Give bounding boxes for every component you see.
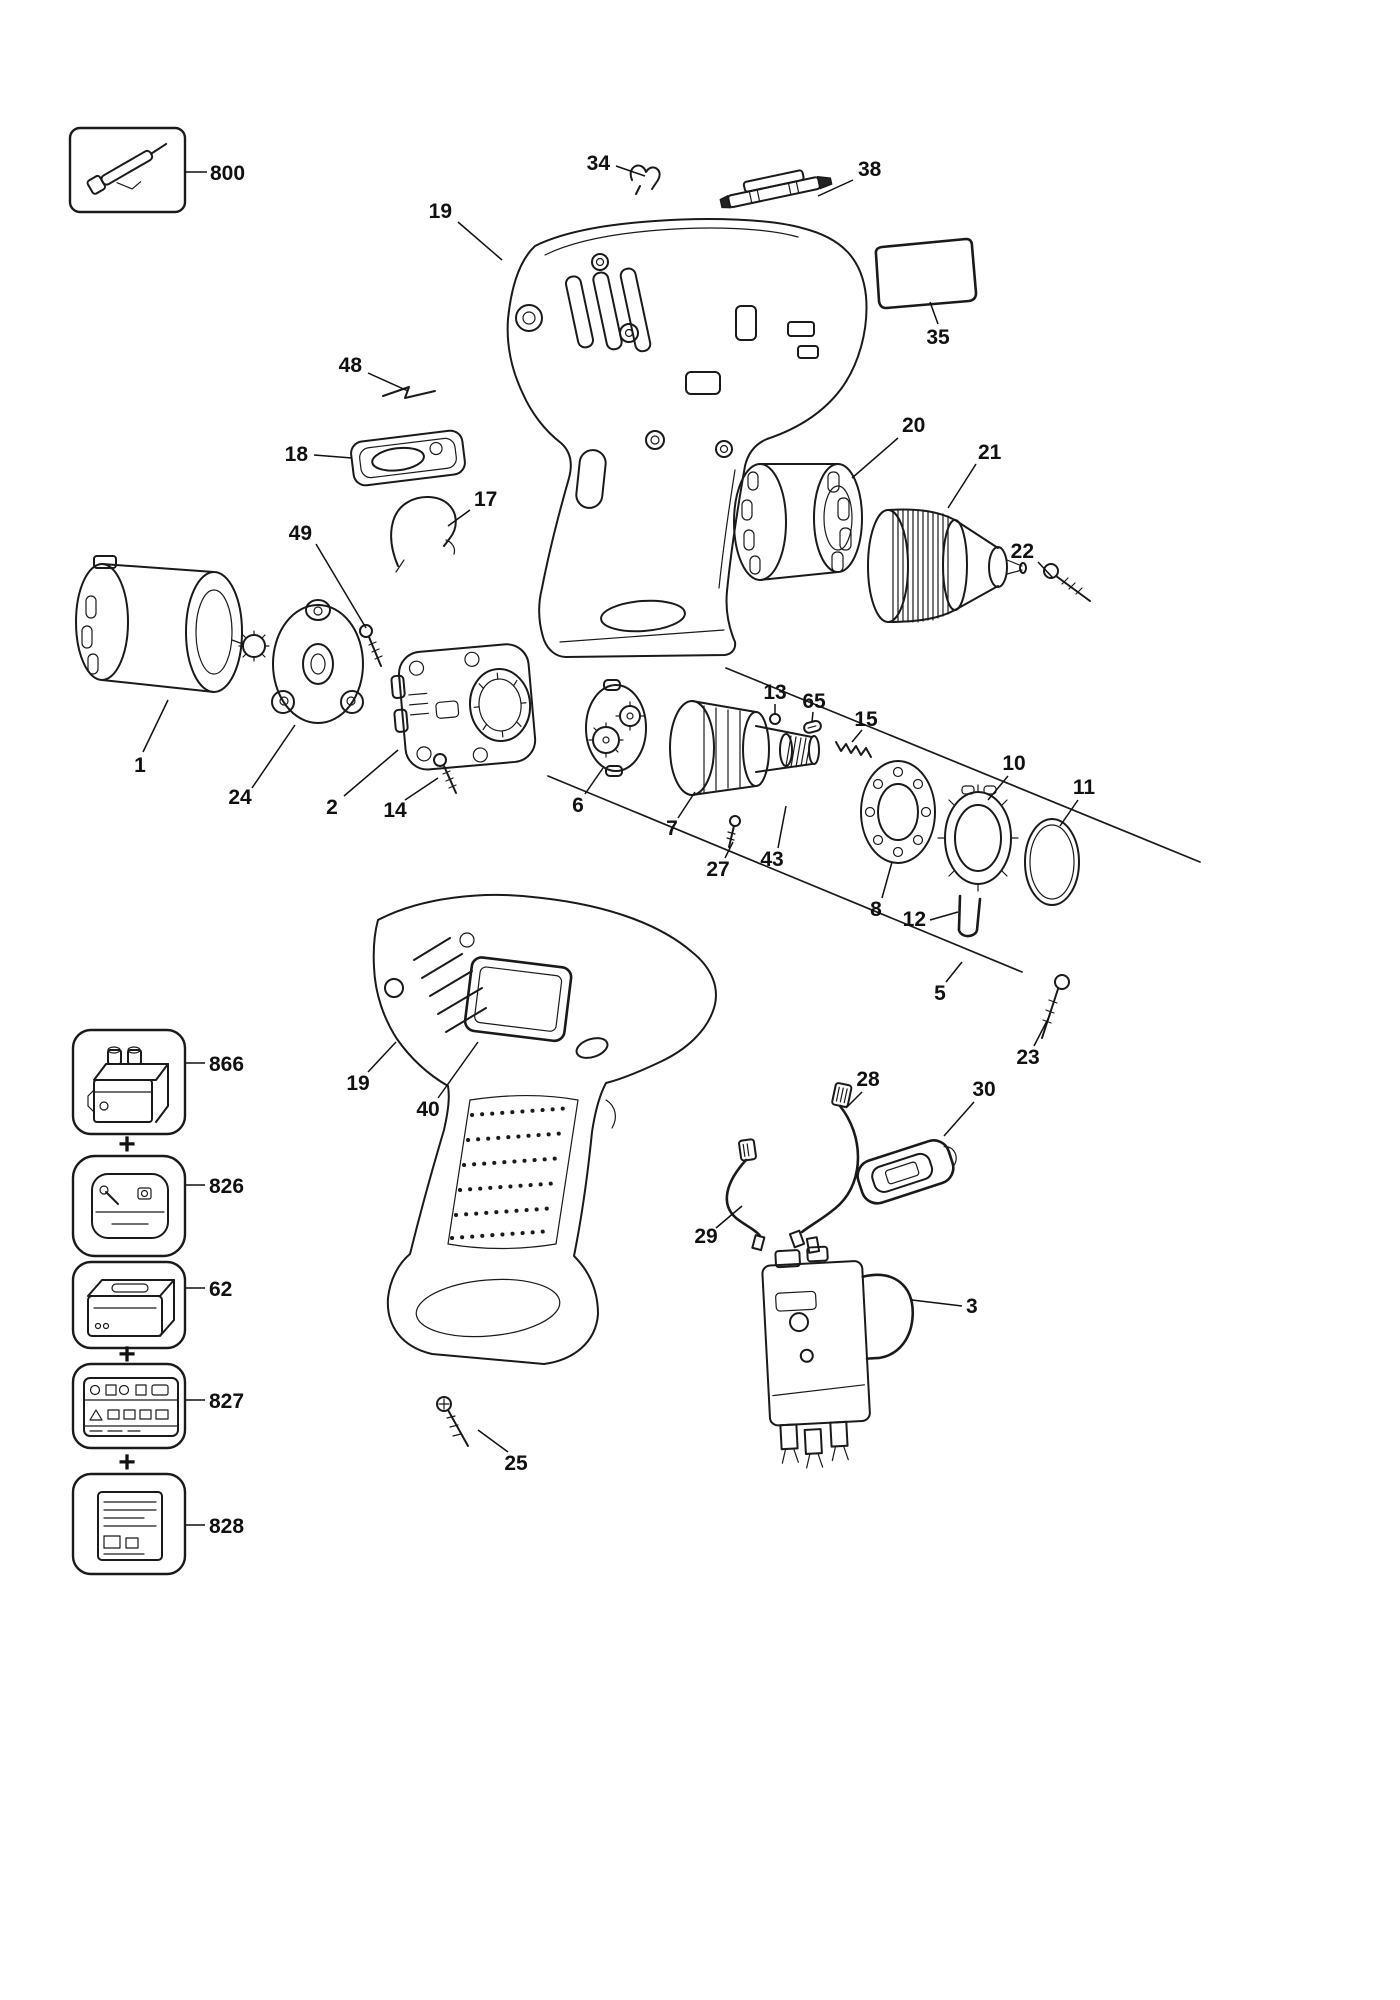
part-5-axis-lines xyxy=(547,667,1201,973)
callout-20: 20 xyxy=(902,414,925,437)
part-27-screw xyxy=(726,815,741,848)
part-19-lower-housing xyxy=(372,894,717,1365)
part-800-accessory-box xyxy=(68,126,187,214)
callout-13: 13 xyxy=(763,681,786,704)
part-13-ball xyxy=(769,713,781,725)
part-34-clip xyxy=(629,164,661,195)
part-8-clutch-plate xyxy=(860,760,936,864)
part-866-battery-box xyxy=(71,1028,187,1136)
callout-8: 8 xyxy=(870,898,882,921)
callout-800: 800 xyxy=(210,162,245,185)
part-1-motor xyxy=(75,555,270,693)
callout-1: 1 xyxy=(134,754,146,777)
callout-24: 24 xyxy=(228,786,252,809)
callout-2: 2 xyxy=(326,796,338,819)
part-22-screw xyxy=(1043,563,1091,602)
part-15-spring xyxy=(835,741,872,758)
callout-7: 7 xyxy=(666,817,678,840)
part-24-mount-plate xyxy=(271,599,364,724)
part-49-screw xyxy=(359,624,383,667)
callout-18: 18 xyxy=(285,443,309,466)
callout-62: 62 xyxy=(209,1278,232,1301)
grease-tool-icon xyxy=(86,142,168,195)
callout-49: 49 xyxy=(289,522,312,545)
part-828-label-box xyxy=(71,1472,187,1576)
part-62-charger-box xyxy=(71,1260,187,1350)
part-826-accessory-box xyxy=(71,1154,187,1258)
callout-866: 866 xyxy=(209,1053,244,1076)
plus-sign-3: + xyxy=(118,1446,136,1479)
callout-12: 12 xyxy=(903,908,926,931)
callout-21: 21 xyxy=(978,441,1002,464)
plus-sign-1: + xyxy=(118,1128,136,1161)
callout-19-bottom: 19 xyxy=(346,1072,369,1095)
part-20-clutch-collar xyxy=(733,463,863,581)
part-43-washer xyxy=(779,733,793,767)
callout-labels: 800 34 38 19 35 48 18 17 49 20 21 22 1 2… xyxy=(118,152,1095,1538)
part-18-cover-plate xyxy=(350,429,466,487)
part-2-gearbox xyxy=(390,643,537,771)
part-48-spring-clip xyxy=(382,386,436,399)
callout-65: 65 xyxy=(802,690,826,713)
callout-48: 48 xyxy=(339,354,363,377)
part-827-label-box xyxy=(71,1362,187,1450)
callout-30: 30 xyxy=(972,1078,995,1101)
part-19-upper-housing xyxy=(506,218,868,658)
callout-34: 34 xyxy=(587,152,611,175)
callout-23: 23 xyxy=(1016,1046,1039,1069)
callout-27: 27 xyxy=(706,858,729,881)
part-35-label-patch xyxy=(874,237,978,310)
callout-826: 826 xyxy=(209,1175,244,1198)
part-30-bit-holder xyxy=(856,1139,957,1205)
callout-38: 38 xyxy=(858,158,882,181)
callout-43: 43 xyxy=(760,848,783,871)
part-6-gear-plate xyxy=(585,679,647,777)
part-10-ring-gear xyxy=(937,784,1019,892)
callout-828: 828 xyxy=(209,1515,244,1538)
callout-28: 28 xyxy=(856,1068,880,1091)
part-28-wire-lead xyxy=(788,1082,860,1254)
callout-35: 35 xyxy=(926,326,950,349)
part-23-screw xyxy=(1041,974,1070,1039)
callout-827: 827 xyxy=(209,1390,244,1413)
plus-sign-2: + xyxy=(118,1338,136,1371)
callout-5: 5 xyxy=(934,982,946,1005)
callout-3: 3 xyxy=(966,1295,978,1318)
callout-40: 40 xyxy=(416,1098,439,1121)
callout-11: 11 xyxy=(1073,776,1096,799)
part-3-switch-assembly xyxy=(761,1245,915,1469)
callout-25: 25 xyxy=(504,1452,528,1475)
part-11-gasket-ring xyxy=(1024,818,1080,906)
callout-6: 6 xyxy=(572,794,584,817)
part-14-screw xyxy=(433,753,457,794)
part-17-wire-clip xyxy=(390,496,457,573)
part-25-screw xyxy=(436,1396,469,1447)
part-29-wire-lead xyxy=(725,1138,766,1252)
part-65-pin xyxy=(803,719,822,734)
callout-17: 17 xyxy=(474,488,497,511)
callout-19-top: 19 xyxy=(429,200,452,223)
callout-10: 10 xyxy=(1002,752,1025,775)
callout-14: 14 xyxy=(383,799,407,822)
callout-22: 22 xyxy=(1011,540,1034,563)
callout-15: 15 xyxy=(854,708,878,731)
part-12-u-clip xyxy=(957,894,982,938)
part-21-chuck xyxy=(867,508,1027,623)
leader-lines xyxy=(142,165,1079,1526)
callout-29: 29 xyxy=(694,1225,717,1248)
part-38-bit xyxy=(719,169,833,209)
part-7-spindle-assembly xyxy=(669,700,820,796)
